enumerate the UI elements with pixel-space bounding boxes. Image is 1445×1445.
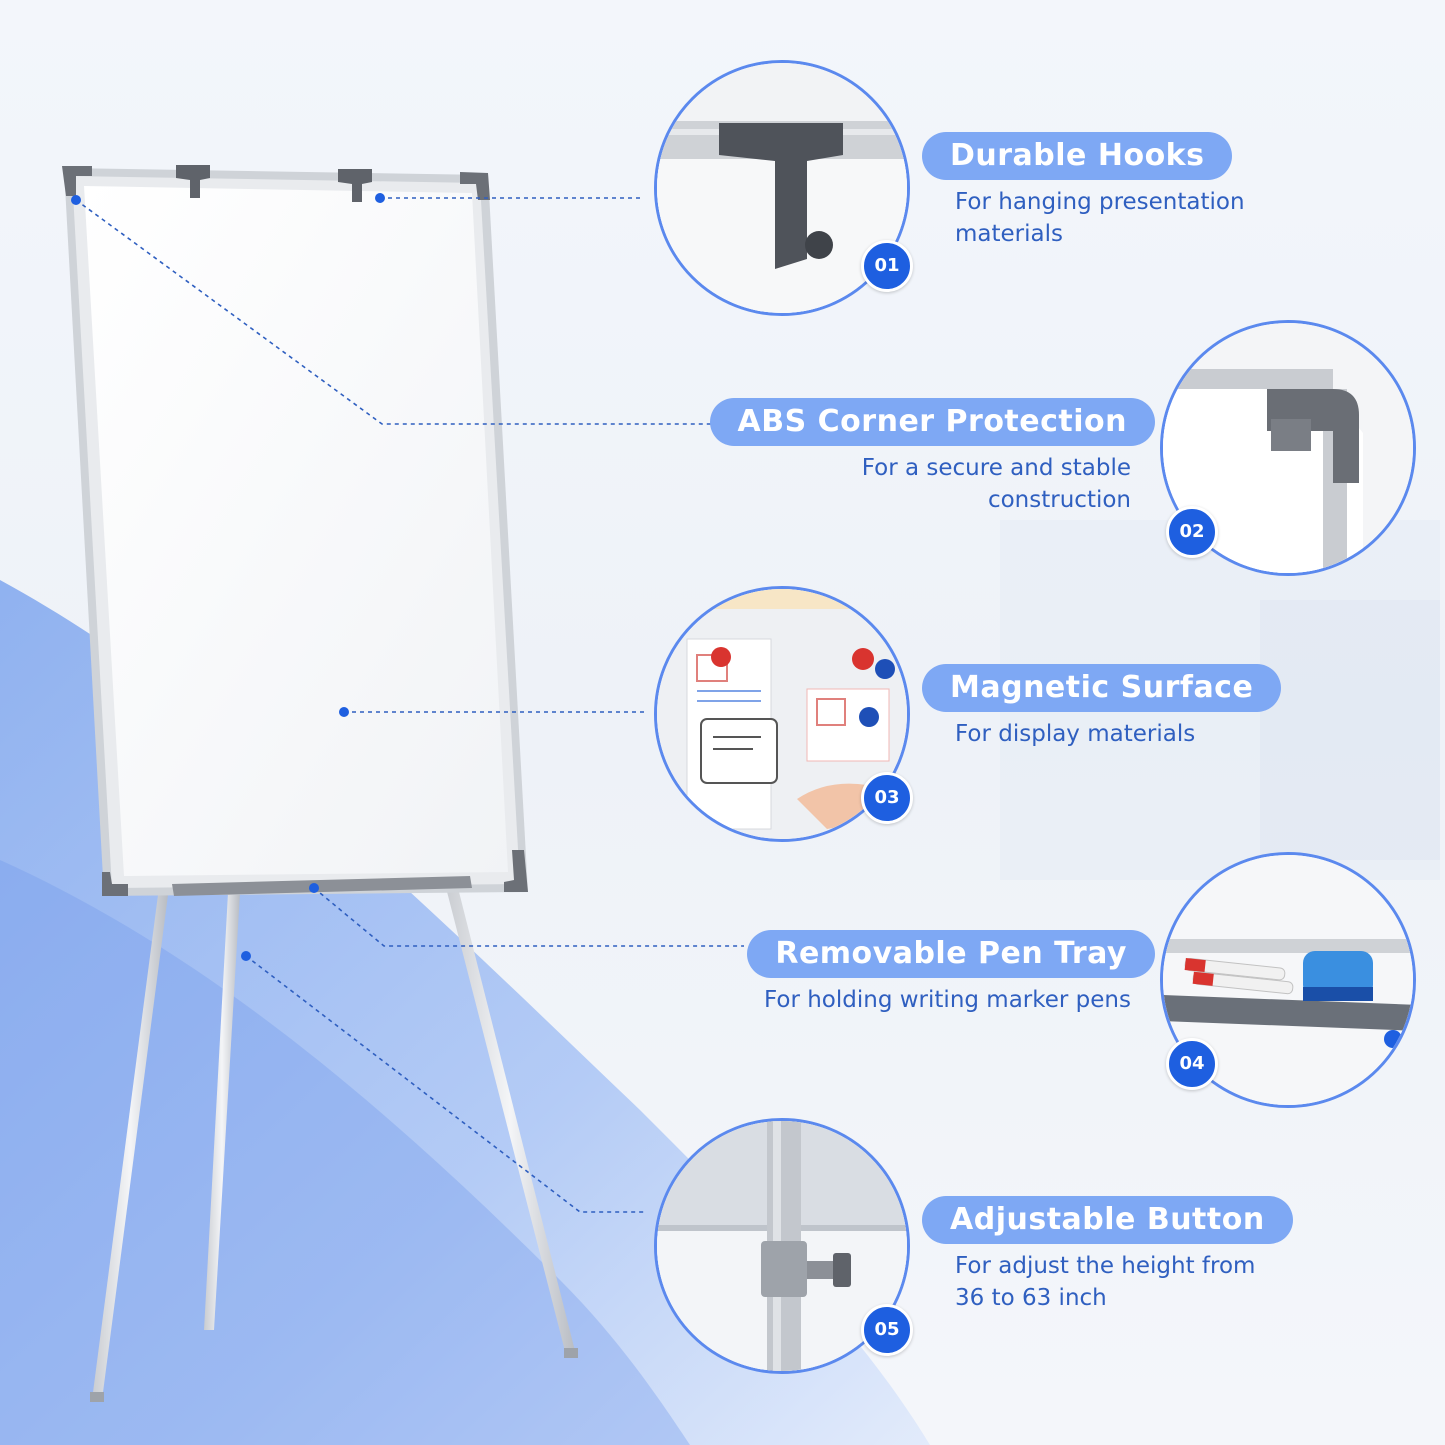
feature-description-durable-hooks: For hanging presentation materials xyxy=(955,186,1315,250)
feature-title-durable-hooks: Durable Hooks xyxy=(922,132,1233,180)
feature-title-magnetic-surface: Magnetic Surface xyxy=(922,664,1282,712)
feature-title-adjustable-button: Adjustable Button xyxy=(922,1196,1293,1244)
description-line: 36 to 63 inch xyxy=(955,1285,1107,1311)
hook-detail-circle xyxy=(654,60,910,316)
hook-icon xyxy=(657,63,907,313)
description-line: construction xyxy=(987,487,1131,513)
hook-left xyxy=(176,165,210,198)
description-line: materials xyxy=(955,221,1063,247)
feature-description-removable-pen-tray: For holding writing marker pens xyxy=(701,984,1131,1016)
description-line: For display materials xyxy=(955,721,1196,747)
easel-leg-left xyxy=(92,895,168,1400)
description-line: For hanging presentation xyxy=(955,189,1245,215)
feature-description-magnetic-surface: For display materials xyxy=(955,718,1315,750)
description-line: For a secure and stable xyxy=(861,455,1131,481)
description-line: For holding writing marker pens xyxy=(763,987,1131,1013)
feature-number-badge: 04 xyxy=(1166,1038,1218,1090)
feature-number-badge: 01 xyxy=(861,240,913,292)
feature-description-adjustable-button: For adjust the height from 36 to 63 inch xyxy=(955,1250,1315,1314)
feature-number-badge: 02 xyxy=(1166,506,1218,558)
corner-top-right xyxy=(460,172,490,200)
description-line: For adjust the height from xyxy=(955,1253,1256,1279)
feature-title-abs-corner-protection: ABS Corner Protection xyxy=(709,398,1155,446)
magnet-icon xyxy=(657,589,907,839)
pen-tray-detail-circle xyxy=(1160,852,1416,1108)
corner-bottom-right xyxy=(504,850,528,892)
feature-number-badge: 05 xyxy=(861,1304,913,1356)
corner-bottom-left xyxy=(102,872,128,896)
whiteboard-surface xyxy=(84,186,508,876)
corner-top-left xyxy=(62,166,92,196)
feature-description-abs-corner-protection: For a secure and stable construction xyxy=(701,452,1131,516)
easel-leg-right xyxy=(444,880,576,1355)
easel-leg-middle xyxy=(204,893,240,1330)
pen-tray-icon xyxy=(1163,855,1413,1105)
hook-right xyxy=(338,169,372,202)
feature-title-removable-pen-tray: Removable Pen Tray xyxy=(747,930,1155,978)
adjust-knob-icon xyxy=(657,1121,907,1371)
feature-number-badge: 03 xyxy=(861,772,913,824)
pen-tray xyxy=(172,876,472,896)
